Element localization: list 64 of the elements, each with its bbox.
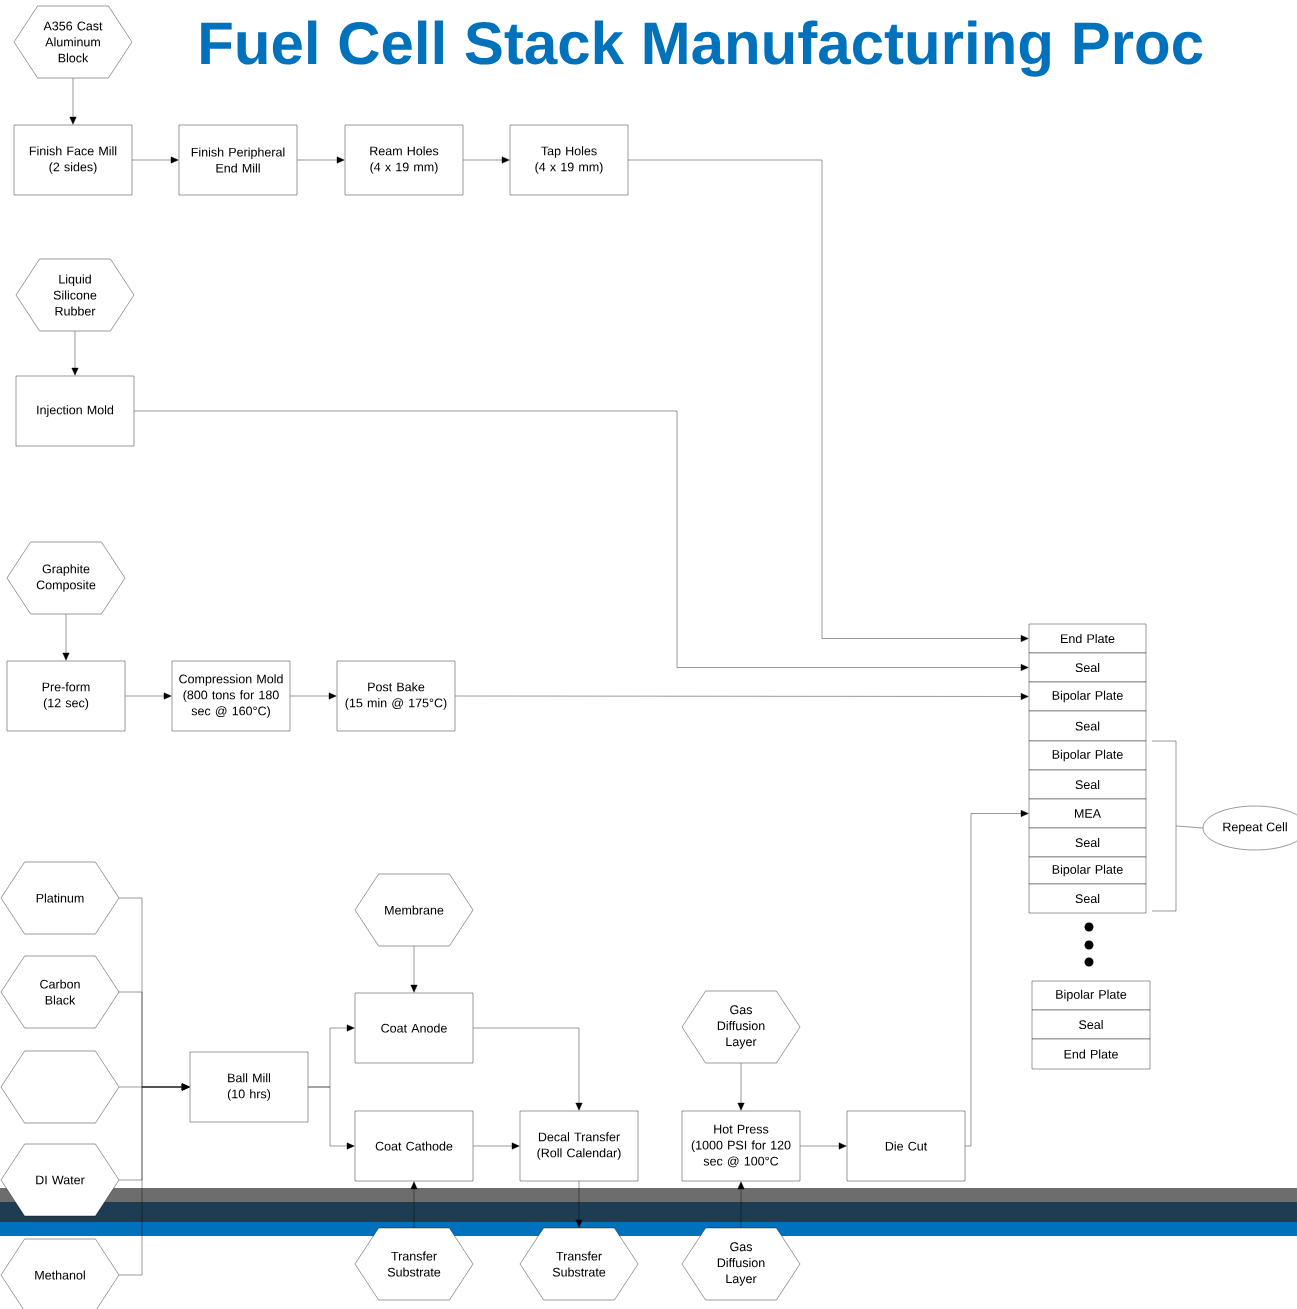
arrow bbox=[463, 156, 510, 164]
layer-box: Seal bbox=[1031, 1009, 1151, 1040]
arrow bbox=[965, 810, 1029, 1147]
process-box: Coat Cathode bbox=[354, 1110, 474, 1182]
layer-box: Bipolar Plate bbox=[1028, 681, 1147, 712]
process-box: Finish Face Mill (2 sides) bbox=[13, 124, 133, 196]
process-box: Pre-form (12 sec) bbox=[6, 660, 126, 732]
input-hexagon: Transfer Substrate bbox=[354, 1227, 474, 1301]
layer-box: MEA bbox=[1028, 798, 1147, 829]
layer-box: Bipolar Plate bbox=[1031, 980, 1151, 1011]
input-hexagon: Liquid Silicone Rubber bbox=[15, 258, 135, 332]
process-box: Coat Anode bbox=[354, 992, 474, 1064]
input-hexagon: DI Water bbox=[0, 1143, 120, 1217]
layer-box: Seal bbox=[1028, 652, 1147, 683]
input-hexagon: Methanol bbox=[0, 1238, 120, 1309]
arrow bbox=[132, 156, 179, 164]
layer-box: Seal bbox=[1028, 827, 1147, 858]
process-box: Decal Transfer (Roll Calendar) bbox=[519, 1110, 639, 1182]
process-box: Ream Holes (4 x 19 mm) bbox=[344, 124, 464, 196]
input-hexagon: Graphite Composite bbox=[6, 541, 126, 615]
layer-box: Bipolar Plate bbox=[1028, 856, 1147, 885]
process-box: Tap Holes (4 x 19 mm) bbox=[509, 124, 629, 196]
arrow bbox=[737, 1063, 745, 1111]
arrow bbox=[71, 331, 79, 376]
arrow bbox=[473, 1142, 520, 1150]
arrow bbox=[455, 693, 1029, 700]
arrow bbox=[575, 1181, 583, 1228]
arrow bbox=[473, 1027, 583, 1111]
bracket bbox=[1151, 740, 1177, 912]
layer-box: Seal bbox=[1028, 883, 1147, 914]
input-hexagon: Transfer Substrate bbox=[519, 1227, 639, 1301]
arrow bbox=[410, 946, 418, 993]
input-hexagon: Membrane bbox=[354, 873, 474, 947]
layer-box: Bipolar Plate bbox=[1028, 740, 1147, 771]
input-hexagon: Gas Diffusion Layer bbox=[681, 990, 801, 1064]
arrow bbox=[125, 692, 172, 700]
input-hexagon: Carbon Black bbox=[0, 955, 120, 1029]
process-box: Hot Press (1000 PSI for 120 sec @ 100°C bbox=[681, 1110, 801, 1182]
arrow bbox=[800, 1142, 847, 1150]
process-box: Injection Mold bbox=[15, 375, 135, 447]
arrow bbox=[308, 1086, 355, 1150]
input-hexagon: A356 Cast Aluminum Block bbox=[13, 5, 133, 79]
arrow bbox=[297, 156, 345, 164]
arrow bbox=[290, 692, 337, 700]
arrow bbox=[134, 410, 1029, 671]
layer-box: End Plate bbox=[1031, 1038, 1151, 1070]
arrow bbox=[119, 1083, 190, 1276]
process-box: Die Cut bbox=[846, 1110, 966, 1182]
arrow bbox=[628, 159, 1029, 642]
input-hexagon: Gas Diffusion Layer bbox=[681, 1227, 801, 1301]
process-box: Finish Peripheral End Mill bbox=[178, 124, 298, 196]
arrow bbox=[410, 1181, 418, 1228]
arrow bbox=[62, 614, 70, 661]
arrow bbox=[69, 78, 77, 125]
layer-box: End Plate bbox=[1028, 623, 1147, 654]
process-box: Compression Mold (800 tons for 180 sec @ 160°C) bbox=[171, 660, 291, 732]
layer-box: Seal bbox=[1028, 710, 1147, 742]
arrow bbox=[737, 1181, 745, 1228]
input-hexagon bbox=[0, 1050, 120, 1124]
layer-box: Seal bbox=[1028, 769, 1147, 800]
process-box: Ball Mill (10 hrs) bbox=[189, 1051, 309, 1123]
title: Fuel Cell Stack Manufacturing Proc bbox=[201, 20, 1203, 77]
process-box: Post Bake (15 min @ 175°C) bbox=[336, 660, 456, 732]
input-hexagon: Platinum bbox=[0, 861, 120, 935]
